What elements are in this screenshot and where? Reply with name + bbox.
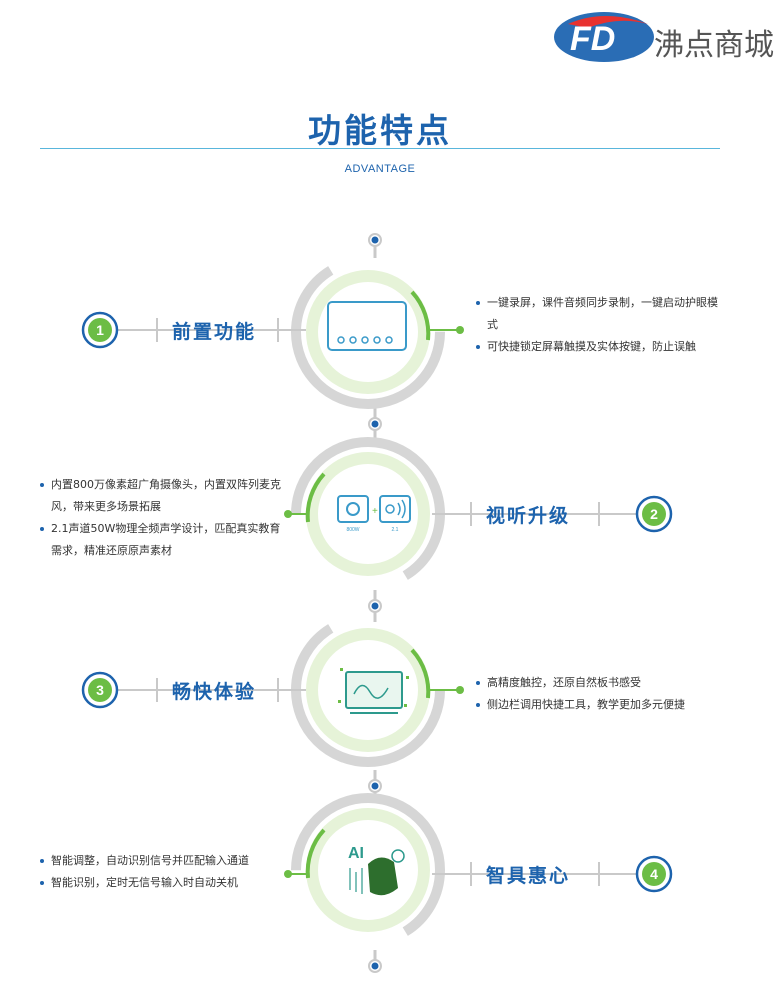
- bullet-item: 2.1声道50W物理全频声学设计，匹配真实教育需求，精准还原原声素材: [40, 518, 290, 562]
- feature-2-graphic: + 800W 2.1 2: [284, 437, 673, 591]
- page-title: 功能特点: [308, 111, 452, 150]
- brand-logo: FD: [554, 12, 654, 62]
- feature-4-bullets: 智能调整，自动识别信号并匹配输入通道 智能识别，定时无信号输入时自动关机: [40, 850, 290, 894]
- bullet-item: 智能调整，自动识别信号并匹配输入通道: [40, 850, 290, 872]
- feature-2-icon-caption-left: 800W: [346, 527, 359, 533]
- page-subtitle: ADVANTAGE: [344, 163, 416, 175]
- feature-1-number: 1: [96, 322, 104, 338]
- feature-3-number: 3: [96, 682, 104, 698]
- feature-1-bullets: 一键录屏，课件音频同步录制，一键启动护眼模式 可快捷锁定屏幕触摸及实体按键，防止…: [476, 292, 728, 358]
- feature-4-graphic: AI 4: [284, 793, 673, 947]
- feature-1-graphic: 1: [81, 255, 464, 409]
- feature-3-graphic: 3: [81, 613, 464, 767]
- feature-2-bullets: 内置800万像素超广角摄像头，内置双阵列麦克风，带来更多场景拓展 2.1声道50…: [40, 474, 290, 562]
- svg-text:+: +: [372, 506, 378, 517]
- feature-2-title: 视听升级: [486, 505, 571, 527]
- feature-4-title: 智具惠心: [486, 865, 571, 887]
- brand-name: 沸点商城: [654, 28, 774, 63]
- bullet-item: 可快捷锁定屏幕触摸及实体按键，防止误触: [476, 336, 728, 358]
- bullet-item: 高精度触控，还原自然板书感受: [476, 672, 736, 694]
- logo-letters: FD: [570, 20, 615, 58]
- bullet-item: 智能识别，定时无信号输入时自动关机: [40, 872, 290, 894]
- feature-4-number: 4: [650, 866, 658, 882]
- bullet-item: 侧边栏调用快捷工具，教学更加多元便捷: [476, 694, 736, 716]
- feature-2-number: 2: [650, 506, 658, 522]
- feature-4-icon-label: AI: [348, 845, 364, 862]
- bullet-item: 内置800万像素超广角摄像头，内置双阵列麦克风，带来更多场景拓展: [40, 474, 290, 518]
- feature-3-bullets: 高精度触控，还原自然板书感受 侧边栏调用快捷工具，教学更加多元便捷: [476, 672, 736, 716]
- feature-1-title: 前置功能: [172, 321, 257, 343]
- bullet-item: 一键录屏，课件音频同步录制，一键启动护眼模式: [476, 292, 728, 336]
- title-divider: [40, 148, 720, 149]
- feature-3-title: 畅快体验: [172, 681, 257, 703]
- feature-2-icon-caption-right: 2.1: [392, 527, 399, 533]
